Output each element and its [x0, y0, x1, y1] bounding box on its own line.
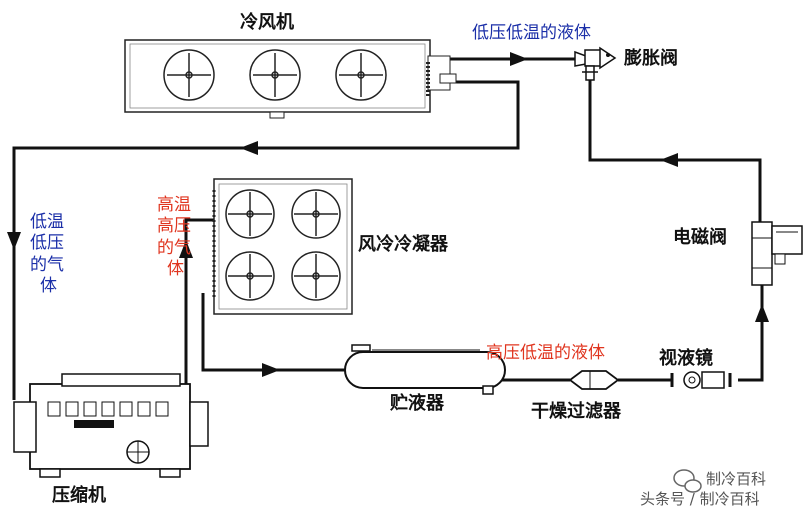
receiver-label: 贮液器 — [390, 393, 444, 414]
cooler-fan-1 — [163, 49, 215, 101]
flow-arrows — [7, 52, 769, 377]
solenoid-valve-graphic — [751, 221, 803, 286]
receiver-graphic — [344, 344, 506, 395]
pipe-compressor-to-condenser — [184, 218, 214, 395]
high-pressure-low-temp-liquid-label: 高压低温的液体 — [486, 343, 605, 363]
arrow-left-top — [510, 52, 528, 66]
pipe-solenoid-to-valve — [588, 80, 762, 222]
gas-label-line-2: 低压 — [30, 233, 64, 254]
cooler-label: 冷风机 — [240, 12, 294, 33]
low-pressure-low-temp-liquid-label: 低压低温的液体 — [472, 23, 591, 43]
compressor-graphic — [13, 373, 209, 478]
hot-gas-label-line-2: 高压 — [157, 216, 191, 237]
hot-gas-label-line-4: 体 — [167, 258, 184, 279]
expansion-valve-graphic — [574, 46, 617, 81]
arrow-down-left — [7, 232, 21, 250]
low-temp-low-pressure-gas-label: 低温 低压 的气 体 — [30, 212, 64, 297]
sight-glass-label: 视液镜 — [659, 348, 713, 369]
condenser-label: 风冷冷凝器 — [358, 234, 448, 255]
solenoid-valve-label: 电磁阀 — [673, 227, 727, 248]
gas-label-line-4: 体 — [40, 275, 57, 296]
cooler-fan-3 — [335, 49, 387, 101]
condenser-fans — [225, 189, 341, 301]
compressor-label: 压缩机 — [52, 485, 106, 506]
arrow-left-middle — [240, 141, 258, 155]
arrow-right-bottom — [262, 363, 280, 377]
cooler-fans — [163, 49, 387, 101]
condenser-fan-1 — [225, 189, 275, 239]
hot-gas-label-line-1: 高温 — [157, 195, 191, 215]
watermark-brand: 制冷百科 — [706, 470, 767, 488]
gas-label-line-1: 低温 — [30, 212, 64, 232]
arrow-left-right — [660, 153, 678, 167]
watermark-source: 头条号 / 制冷百科 — [640, 490, 760, 508]
pipe-condenser-to-receiver — [201, 293, 345, 372]
wechat-logo-icon — [673, 469, 702, 493]
condenser-fan-2 — [291, 189, 341, 239]
filter-drier-graphic — [568, 370, 620, 390]
filter-drier-label: 干燥过滤器 — [531, 401, 621, 422]
hot-gas-label-line-3: 的气 — [157, 237, 191, 258]
high-temp-high-pressure-gas-label: 高温 高压 的气 体 — [157, 195, 191, 280]
pipe-sightglass-to-solenoid — [738, 285, 764, 382]
cooler-fan-2 — [249, 49, 301, 101]
arrow-up-right — [755, 304, 769, 322]
gas-label-line-3: 的气 — [30, 254, 64, 275]
condenser-fan-3 — [225, 251, 275, 301]
cooler-unit — [124, 39, 457, 119]
arrow-up-compressor — [179, 240, 193, 258]
expansion-valve-label: 膨胀阀 — [624, 48, 678, 69]
condenser-fan-4 — [291, 251, 341, 301]
condenser-unit — [212, 178, 353, 315]
sight-glass-graphic — [670, 371, 732, 389]
